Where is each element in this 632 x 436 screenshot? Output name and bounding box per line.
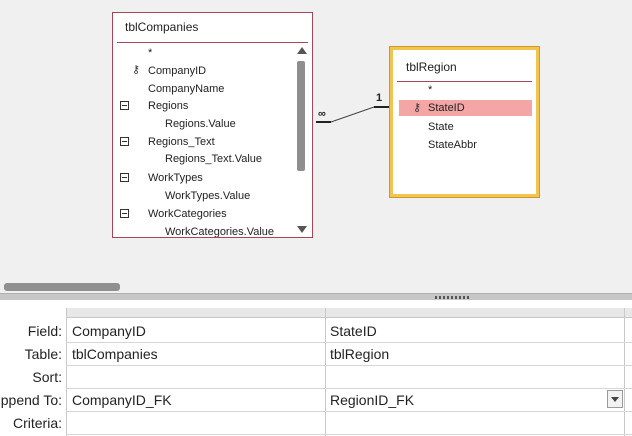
field-regions-value[interactable]: Regions.Value (165, 118, 236, 130)
relationship-line[interactable] (0, 0, 632, 278)
field-companyid[interactable]: CompanyID (148, 65, 207, 77)
field-companyname[interactable]: CompanyName (148, 83, 225, 95)
scroll-down-icon[interactable] (297, 226, 307, 233)
column-selector[interactable] (625, 308, 632, 318)
field-list-scrollbar[interactable] (295, 43, 309, 237)
field-cell[interactable]: CompanyID (72, 323, 146, 339)
scroll-thumb[interactable] (297, 61, 305, 171)
collapse-icon[interactable] (120, 137, 129, 146)
sort-cell[interactable] (72, 366, 322, 389)
many-side-label: ∞ (318, 108, 326, 120)
field-worktypes[interactable]: WorkTypes (148, 172, 203, 184)
chevron-down-icon[interactable] (607, 390, 623, 408)
field-workcategories[interactable]: WorkCategories (148, 208, 227, 220)
collapse-icon[interactable] (120, 209, 129, 218)
table-tblregion[interactable]: tblRegion * ⚷ StateID State StateAbbr (389, 46, 540, 198)
table-tblcompanies[interactable]: tblCompanies * ⚷ CompanyID CompanyName R… (112, 12, 313, 238)
table-title[interactable]: tblRegion (406, 60, 457, 74)
row-label-table: Table: (24, 346, 62, 362)
query-design-grid: Field: Table: Sort: ppend To: Criteria: … (0, 300, 632, 436)
row-label-append-to: ppend To: (0, 392, 62, 408)
collapse-icon[interactable] (120, 173, 129, 182)
query-design-pane: ∞ 1 tblCompanies * ⚷ CompanyID CompanyNa… (0, 0, 632, 278)
primary-key-icon: ⚷ (413, 102, 422, 114)
title-divider (117, 42, 308, 43)
table-cell[interactable]: tblRegion (330, 346, 390, 362)
scroll-up-icon[interactable] (297, 47, 307, 54)
append-to-cell[interactable]: CompanyID_FK (72, 392, 172, 408)
field-workcategories-value[interactable]: WorkCategories.Value (165, 226, 275, 237)
field-cell[interactable]: StateID (330, 323, 377, 339)
field-worktypes-value[interactable]: WorkTypes.Value (165, 190, 251, 202)
one-side-label: 1 (376, 92, 383, 104)
scroll-thumb[interactable] (4, 283, 120, 291)
append-to-cell[interactable]: RegionID_FK (330, 392, 415, 408)
selected-field-highlight (399, 100, 532, 116)
design-pane-horizontal-scrollbar[interactable] (0, 281, 632, 292)
field-all[interactable]: * (428, 84, 433, 96)
field-stateabbr[interactable]: StateAbbr (428, 139, 477, 151)
primary-key-icon: ⚷ (132, 64, 141, 76)
row-label-criteria: Criteria: (12, 415, 62, 431)
field-regions[interactable]: Regions (148, 100, 189, 112)
title-divider (397, 81, 532, 82)
column-selector[interactable] (326, 308, 624, 318)
field-state[interactable]: State (428, 121, 454, 133)
column-selector[interactable] (66, 308, 325, 318)
field-regions-text[interactable]: Regions_Text (148, 136, 215, 148)
field-regions-text-value[interactable]: Regions_Text.Value (165, 153, 263, 165)
pane-splitter[interactable] (0, 293, 632, 300)
field-all[interactable]: * (148, 47, 153, 59)
table-title[interactable]: tblCompanies (125, 20, 199, 34)
collapse-icon[interactable] (120, 101, 129, 110)
criteria-cell[interactable] (72, 412, 322, 435)
sort-cell[interactable] (330, 366, 620, 389)
table-cell[interactable]: tblCompanies (72, 346, 158, 362)
criteria-cell[interactable] (330, 412, 620, 435)
field-stateid[interactable]: StateID (428, 102, 465, 114)
row-label-sort: Sort: (32, 369, 62, 385)
row-label-field: Field: (27, 323, 62, 339)
splitter-grip-icon[interactable] (435, 296, 471, 299)
